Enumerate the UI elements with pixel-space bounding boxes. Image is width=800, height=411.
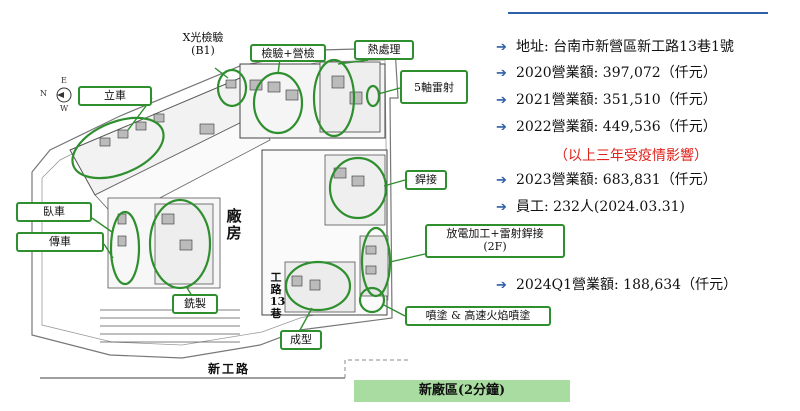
welding-block bbox=[324, 154, 386, 226]
compass-n-label: N bbox=[40, 89, 47, 98]
new-plant-banner: 新廠區(2分鐘) bbox=[354, 380, 570, 402]
label-inspection: 檢驗+營檢 bbox=[250, 44, 326, 62]
site-outline bbox=[31, 47, 399, 359]
arrow-icon: ➔ bbox=[496, 93, 507, 108]
compass-e-label: E bbox=[61, 76, 67, 85]
info-address-row: ➔ 地址: 台南市新營區新工路13巷1號 bbox=[496, 37, 734, 57]
compass: E N W bbox=[40, 76, 78, 113]
info-rev2022: 2022營業額: 449,536（仟元） bbox=[516, 119, 717, 135]
label-lane-13: 工路13巷 bbox=[270, 271, 286, 320]
info-rev2023-row: ➔ 2023營業額: 683,831（仟元） bbox=[496, 170, 717, 190]
label-heat-treatment: 熱處理 bbox=[354, 40, 414, 60]
arrow-icon: ➔ bbox=[496, 40, 507, 55]
header-rule bbox=[508, 12, 768, 14]
arrow-icon: ➔ bbox=[496, 66, 507, 81]
info-covid-note: （以上三年受疫情影響） bbox=[554, 148, 708, 164]
road-dashed bbox=[344, 359, 410, 378]
info-staff-row: ➔ 員工: 232人(2024.03.31) bbox=[496, 197, 685, 217]
label-forming: 成型 bbox=[280, 330, 322, 350]
label-vertical-lathe: 立車 bbox=[78, 86, 152, 106]
info-address: 地址: 台南市新營區新工路13巷1號 bbox=[516, 39, 734, 55]
info-rev2021: 2021營業額: 351,510（仟元） bbox=[516, 92, 717, 108]
info-rev2022-row: ➔ 2022營業額: 449,536（仟元） bbox=[496, 117, 717, 137]
label-welding: 銲接 bbox=[405, 170, 447, 190]
label-horizontal-lathe: 臥車 bbox=[16, 202, 92, 222]
label-edm-laser-welding: 放電加工+雷射銲接 (2F) bbox=[425, 224, 565, 258]
arrow-icon: ➔ bbox=[496, 173, 507, 188]
info-rev2020-row: ➔ 2020營業額: 397,072（仟元） bbox=[496, 63, 717, 83]
label-milling: 銑製 bbox=[172, 294, 218, 314]
label-road: 新工路 bbox=[208, 362, 251, 376]
parking-hatch bbox=[100, 309, 240, 343]
arrow-icon: ➔ bbox=[496, 278, 507, 293]
info-rev2023: 2023營業額: 683,831（仟元） bbox=[516, 172, 717, 188]
arrow-icon: ➔ bbox=[496, 120, 507, 135]
info-rev2024q1: 2024Q1營業額: 188,634（仟元） bbox=[516, 277, 738, 293]
label-xray: X光檢驗 (B1) bbox=[182, 31, 224, 57]
label-lathe: 傳車 bbox=[16, 232, 104, 252]
info-staff: 員工: 232人(2024.03.31) bbox=[516, 199, 685, 215]
machine-icons bbox=[99, 75, 377, 291]
info-rev2021-row: ➔ 2021營業額: 351,510（仟元） bbox=[496, 90, 717, 110]
compass-icon bbox=[56, 87, 72, 103]
label-spray: 噴塗 & 高速火焰噴塗 bbox=[405, 306, 551, 326]
compass-w-label: W bbox=[60, 104, 69, 113]
info-rev2024q1-row: ➔ 2024Q1營業額: 188,634（仟元） bbox=[496, 275, 737, 295]
floor-plan bbox=[31, 47, 426, 379]
label-plant: 廠房 bbox=[226, 207, 242, 242]
label-5axis-laser: 5軸雷射 bbox=[400, 70, 468, 104]
area-highlights bbox=[71, 58, 392, 314]
arrow-icon: ➔ bbox=[496, 200, 507, 215]
info-rev2020: 2020營業額: 397,072（仟元） bbox=[516, 65, 717, 81]
